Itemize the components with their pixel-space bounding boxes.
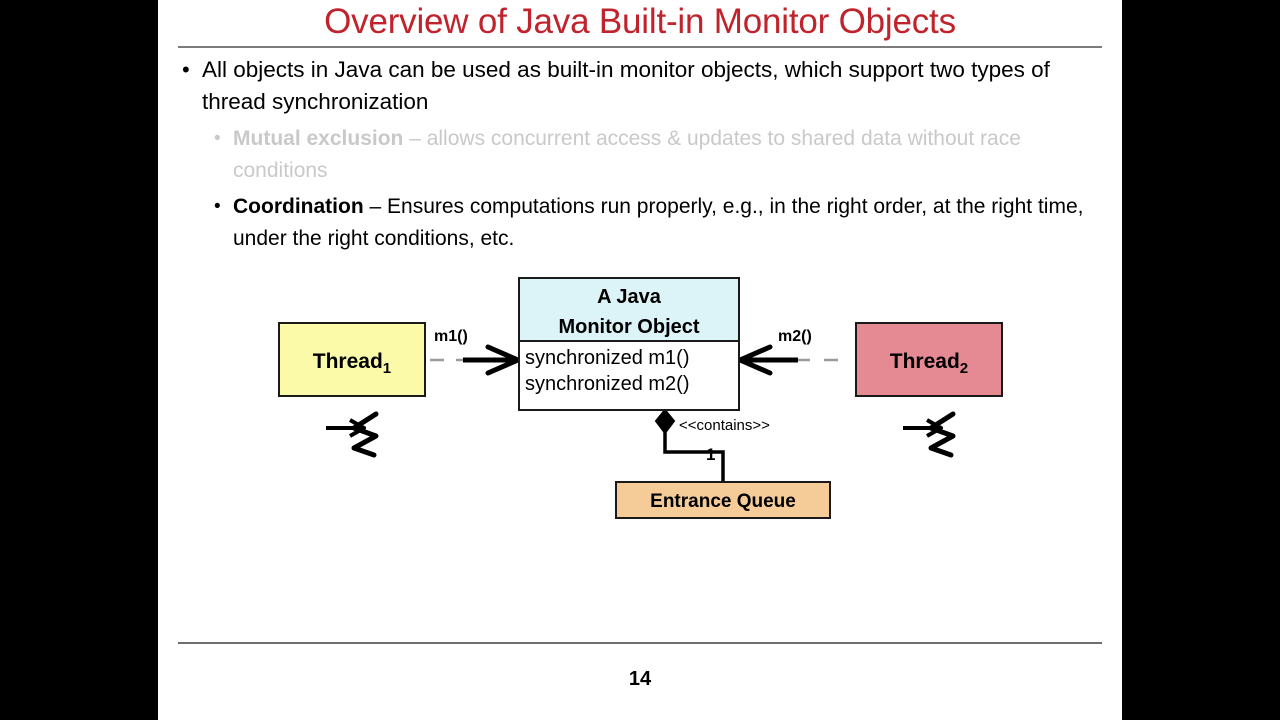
monitor-object-node[interactable]: A Java Monitor Object synchronized m1() … [518, 277, 740, 411]
thread1-squiggle-icon [326, 411, 379, 458]
bullet-marker-icon: • [214, 128, 221, 149]
edge-label-m2: m2() [778, 328, 812, 345]
bullet-mutual-exclusion-lead: Mutual exclusion [233, 127, 404, 150]
title-divider [178, 46, 1102, 48]
m2-arrowhead [737, 344, 798, 376]
monitor-object-methods: synchronized m1() synchronized m2() [520, 342, 738, 397]
thread2-squiggle-icon [903, 411, 956, 458]
bullet-mutual-exclusion-rest: – allows concurrent access & updates to … [233, 127, 1021, 182]
thread1-label: Thread [312, 350, 383, 373]
page-number: 14 [628, 668, 652, 690]
page-title: Overview of Java Built-in Monitor Object… [324, 2, 956, 41]
bullet-coordination-rest: – Ensures computations run properly, e.g… [233, 195, 1084, 250]
monitor-title-line1: A Java [597, 286, 661, 308]
edge-label-multiplicity: 1 [706, 445, 716, 464]
bullet-coordination-lead: Coordination [233, 195, 364, 218]
m1-arrowhead [463, 344, 521, 376]
monitor-title-line2: Monitor Object [558, 316, 700, 338]
composition-diamond-icon [654, 408, 676, 435]
thread1-node[interactable]: Thread1 [278, 322, 426, 397]
edge-label-contains: <<contains>> [679, 417, 770, 434]
monitor-method-m2: synchronized m2() [525, 373, 690, 395]
thread1-subscript: 1 [382, 360, 392, 378]
bullet-mutual-exclusion: • Mutual exclusion – allows concurrent a… [176, 123, 1110, 186]
entrance-queue-node[interactable]: Entrance Queue [615, 481, 831, 519]
bullet-marker-icon: • [182, 57, 190, 82]
slide-body: • All objects in Java can be used as bui… [176, 54, 1110, 254]
footer-divider [178, 642, 1102, 644]
slide-canvas: Overview of Java Built-in Monitor Object… [158, 0, 1122, 720]
monitor-method-m1: synchronized m1() [525, 347, 690, 369]
bullet-level1: • All objects in Java can be used as bui… [176, 54, 1110, 118]
contains-connector [654, 408, 725, 481]
thread2-label: Thread [889, 350, 960, 373]
thread2-subscript: 2 [959, 360, 969, 378]
entrance-queue-label: Entrance Queue [650, 491, 796, 512]
bullet-coordination: • Coordination – Ensures computations ru… [176, 191, 1110, 254]
monitor-object-header: A Java Monitor Object [520, 279, 738, 342]
bullet-marker-icon: • [214, 196, 221, 217]
bullet-level1-text: All objects in Java can be used as built… [202, 57, 1050, 114]
edge-label-m1: m1() [434, 328, 468, 345]
thread2-node[interactable]: Thread2 [855, 322, 1003, 397]
